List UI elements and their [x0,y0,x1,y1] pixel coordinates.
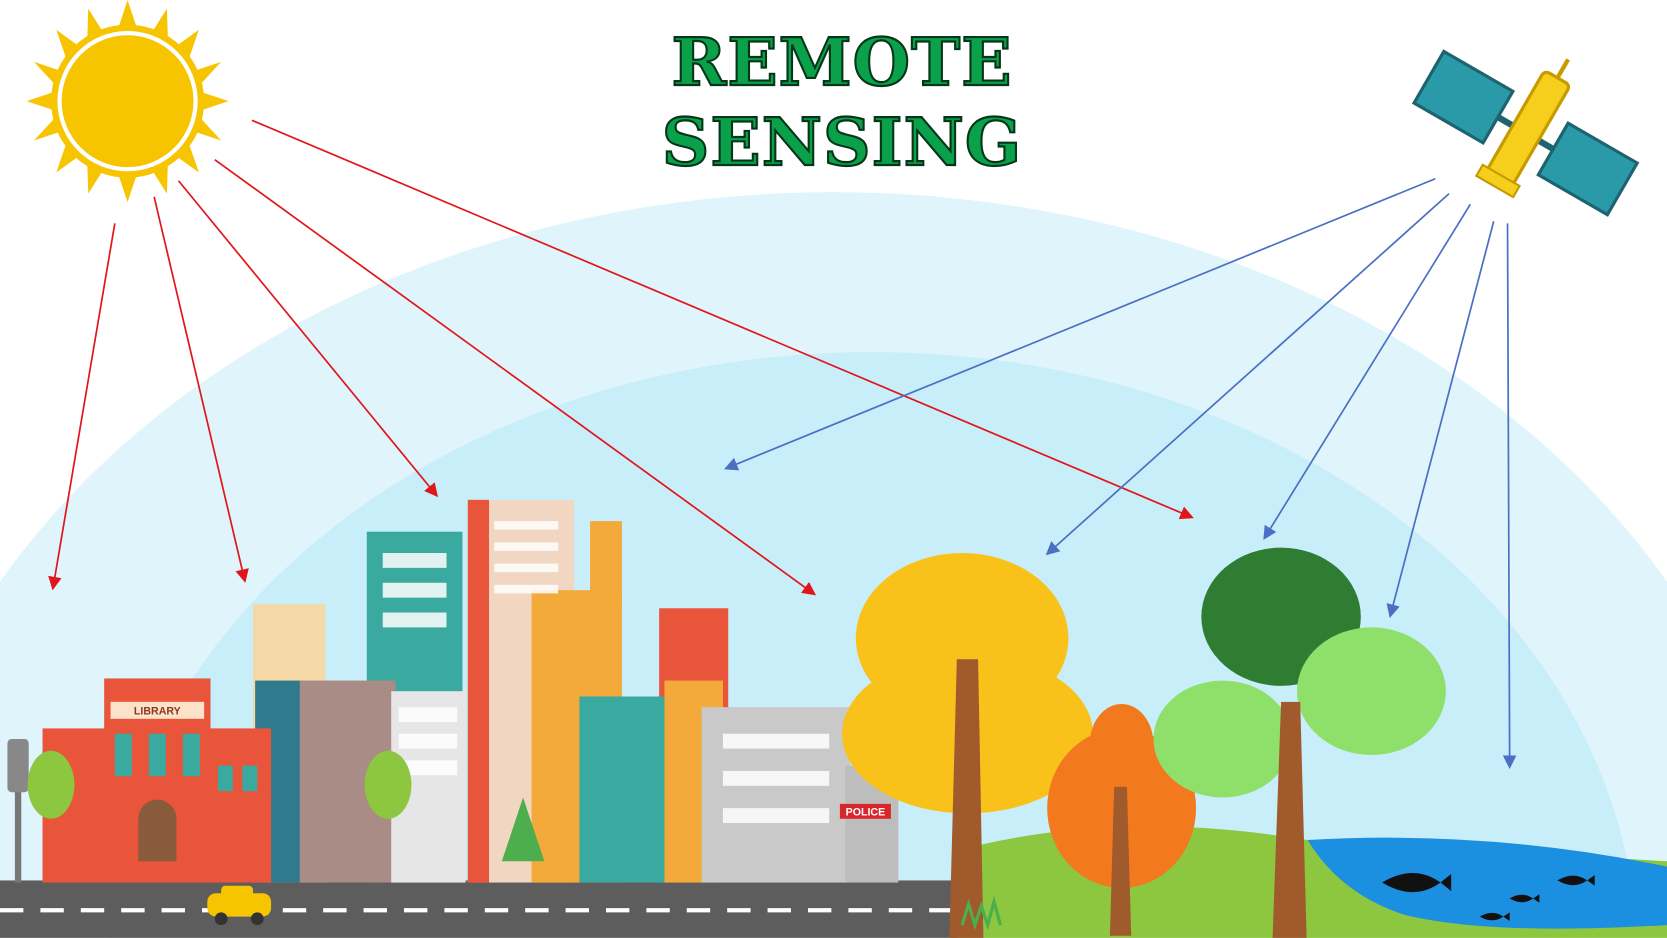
library-sign: LIBRARY [134,706,181,718]
fish-icon [1382,872,1595,921]
taxi-icon [207,885,272,926]
road [0,880,957,938]
lake [1307,837,1667,929]
satellite-rays [724,177,1517,770]
sun-icon [26,0,229,203]
traffic-light-icon [7,739,29,883]
satellite-icon [1411,49,1640,217]
title-line-1: REMOTE [671,23,1012,101]
sun-rays [48,119,1194,596]
title-line-2: SENSING [662,103,1022,181]
trees [842,547,1446,938]
city-buildings: LIBRARY POLICE [7,499,899,883]
police-sign: POLICE [846,807,886,819]
